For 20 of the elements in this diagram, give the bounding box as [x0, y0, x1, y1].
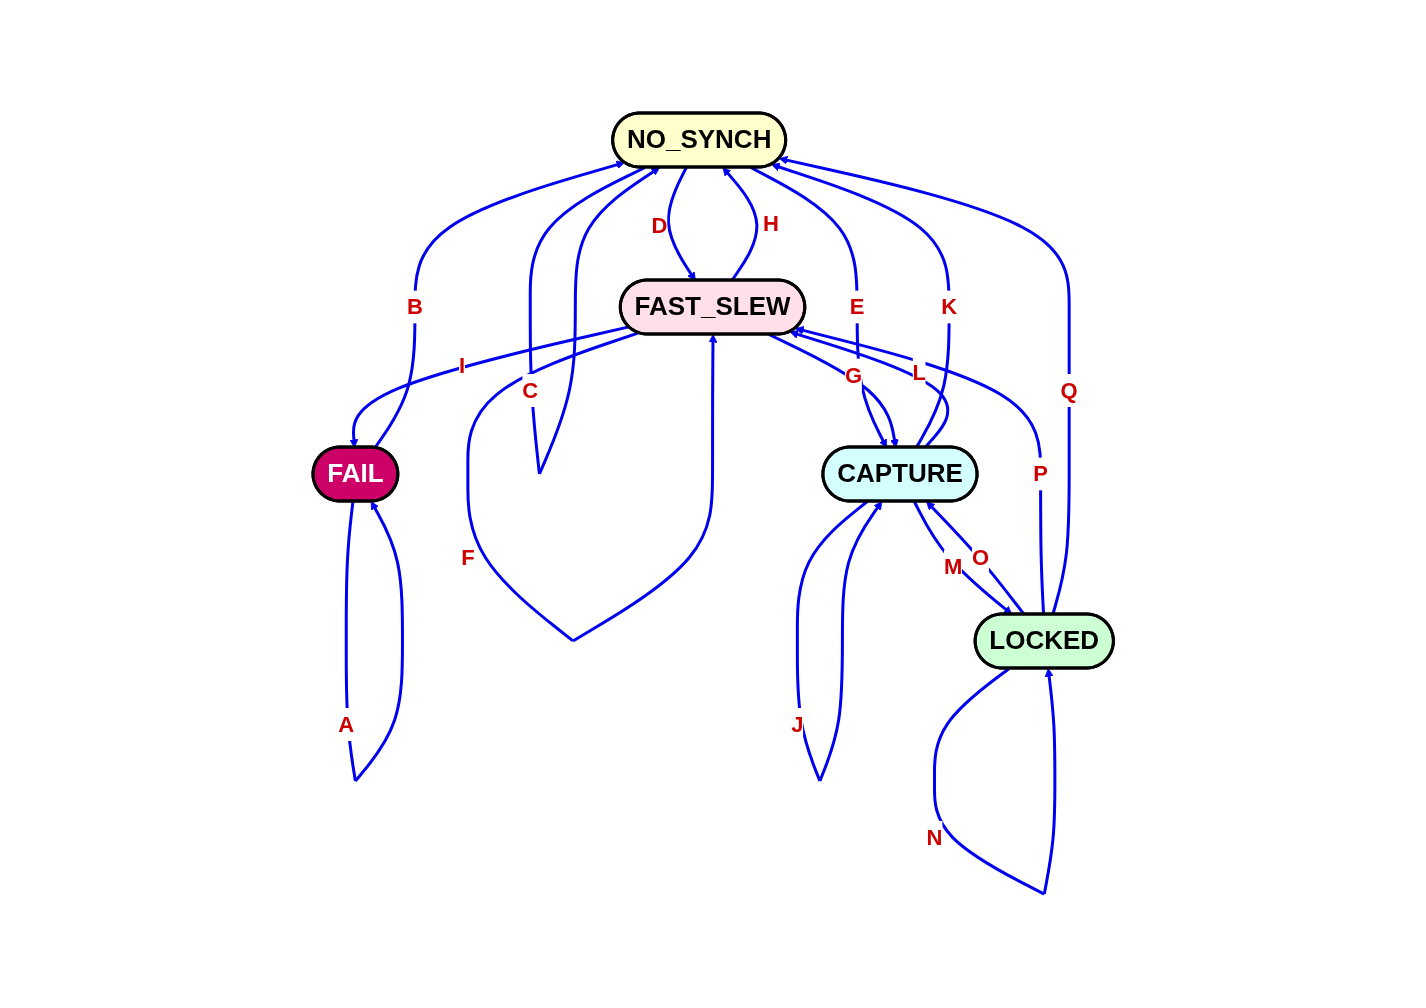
edge-label: C: [522, 378, 538, 404]
edge-label: A: [338, 712, 354, 738]
edge-label: L: [912, 360, 926, 386]
edge-label: B: [406, 294, 423, 320]
arrow: [373, 160, 625, 449]
edge-label: H: [762, 211, 779, 237]
edge-label: I: [458, 352, 465, 378]
edge-label: E: [849, 294, 865, 320]
edge-label: J: [791, 712, 804, 738]
edge-label: D: [651, 213, 668, 239]
edge-label: M: [943, 553, 963, 579]
edge-label: O: [971, 545, 989, 571]
edge-label: N: [926, 825, 943, 851]
edge-label: G: [844, 362, 862, 388]
edge-label: P: [1033, 461, 1048, 487]
edge-label: F: [460, 545, 475, 571]
edge-label: K: [941, 294, 957, 320]
edge-label: Q: [1060, 378, 1078, 404]
arrow: [794, 326, 1045, 615]
arrow: [466, 331, 718, 643]
